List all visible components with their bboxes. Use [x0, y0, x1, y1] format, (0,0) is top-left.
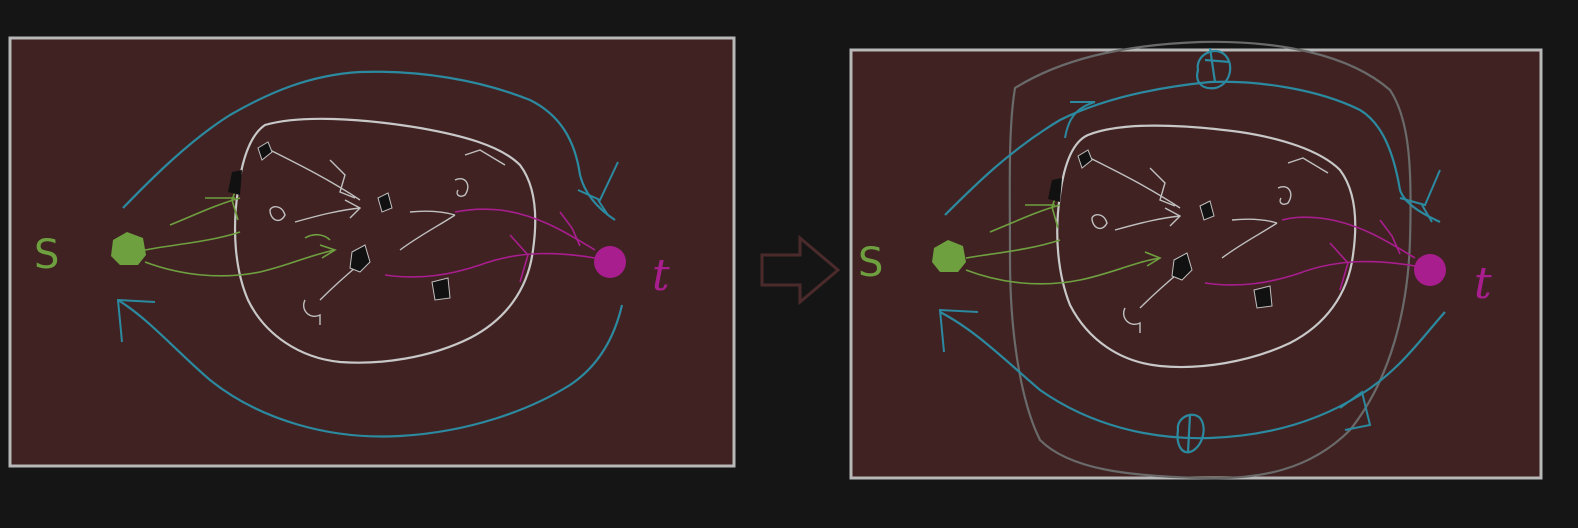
right-outer-loop-top-arrow	[1399, 169, 1441, 223]
right-cut-mark-bottom	[1176, 413, 1205, 454]
right-panel: S t	[849, 40, 1543, 480]
right-black-nodes	[1077, 149, 1273, 309]
right-black-node-1	[1048, 178, 1062, 202]
right-outer-loop-bottom	[939, 311, 1446, 440]
left-inner-boundary	[233, 117, 537, 364]
right-cut-mark-right	[1339, 390, 1372, 431]
right-inner-arrows	[1089, 157, 1329, 333]
left-source-label: S	[34, 232, 59, 278]
left-outer-loop-top	[122, 70, 616, 221]
right-inner-loop-top-arrow	[1064, 101, 1096, 139]
right-sink-node	[1414, 254, 1446, 286]
left-black-node-1	[228, 170, 242, 195]
left-inner-arrows	[269, 149, 506, 325]
right-sink-label: t	[1474, 258, 1492, 309]
left-source-flows	[144, 177, 337, 277]
left-outer-loop-bottom	[117, 299, 624, 438]
right-sink-flows	[1204, 216, 1416, 291]
right-outer-loop-top	[944, 80, 1441, 223]
left-source-node	[111, 232, 146, 265]
left-sink-label: t	[652, 250, 670, 301]
right-arrow-icon	[760, 234, 841, 306]
left-outer-loop-top-arrow	[577, 161, 619, 216]
right-source-node	[932, 240, 966, 272]
left-sink-flows	[384, 208, 596, 283]
left-outer-loop-bottom-arrow	[116, 298, 156, 343]
left-sink-node	[594, 246, 626, 278]
right-outer-loop-bottom-arrow	[938, 308, 979, 353]
left-panel: S t	[8, 36, 736, 468]
right-cut-mark-top	[1196, 47, 1232, 90]
right-inner-boundary	[1056, 124, 1357, 369]
left-black-nodes	[257, 141, 451, 301]
right-source-label: S	[858, 240, 883, 286]
